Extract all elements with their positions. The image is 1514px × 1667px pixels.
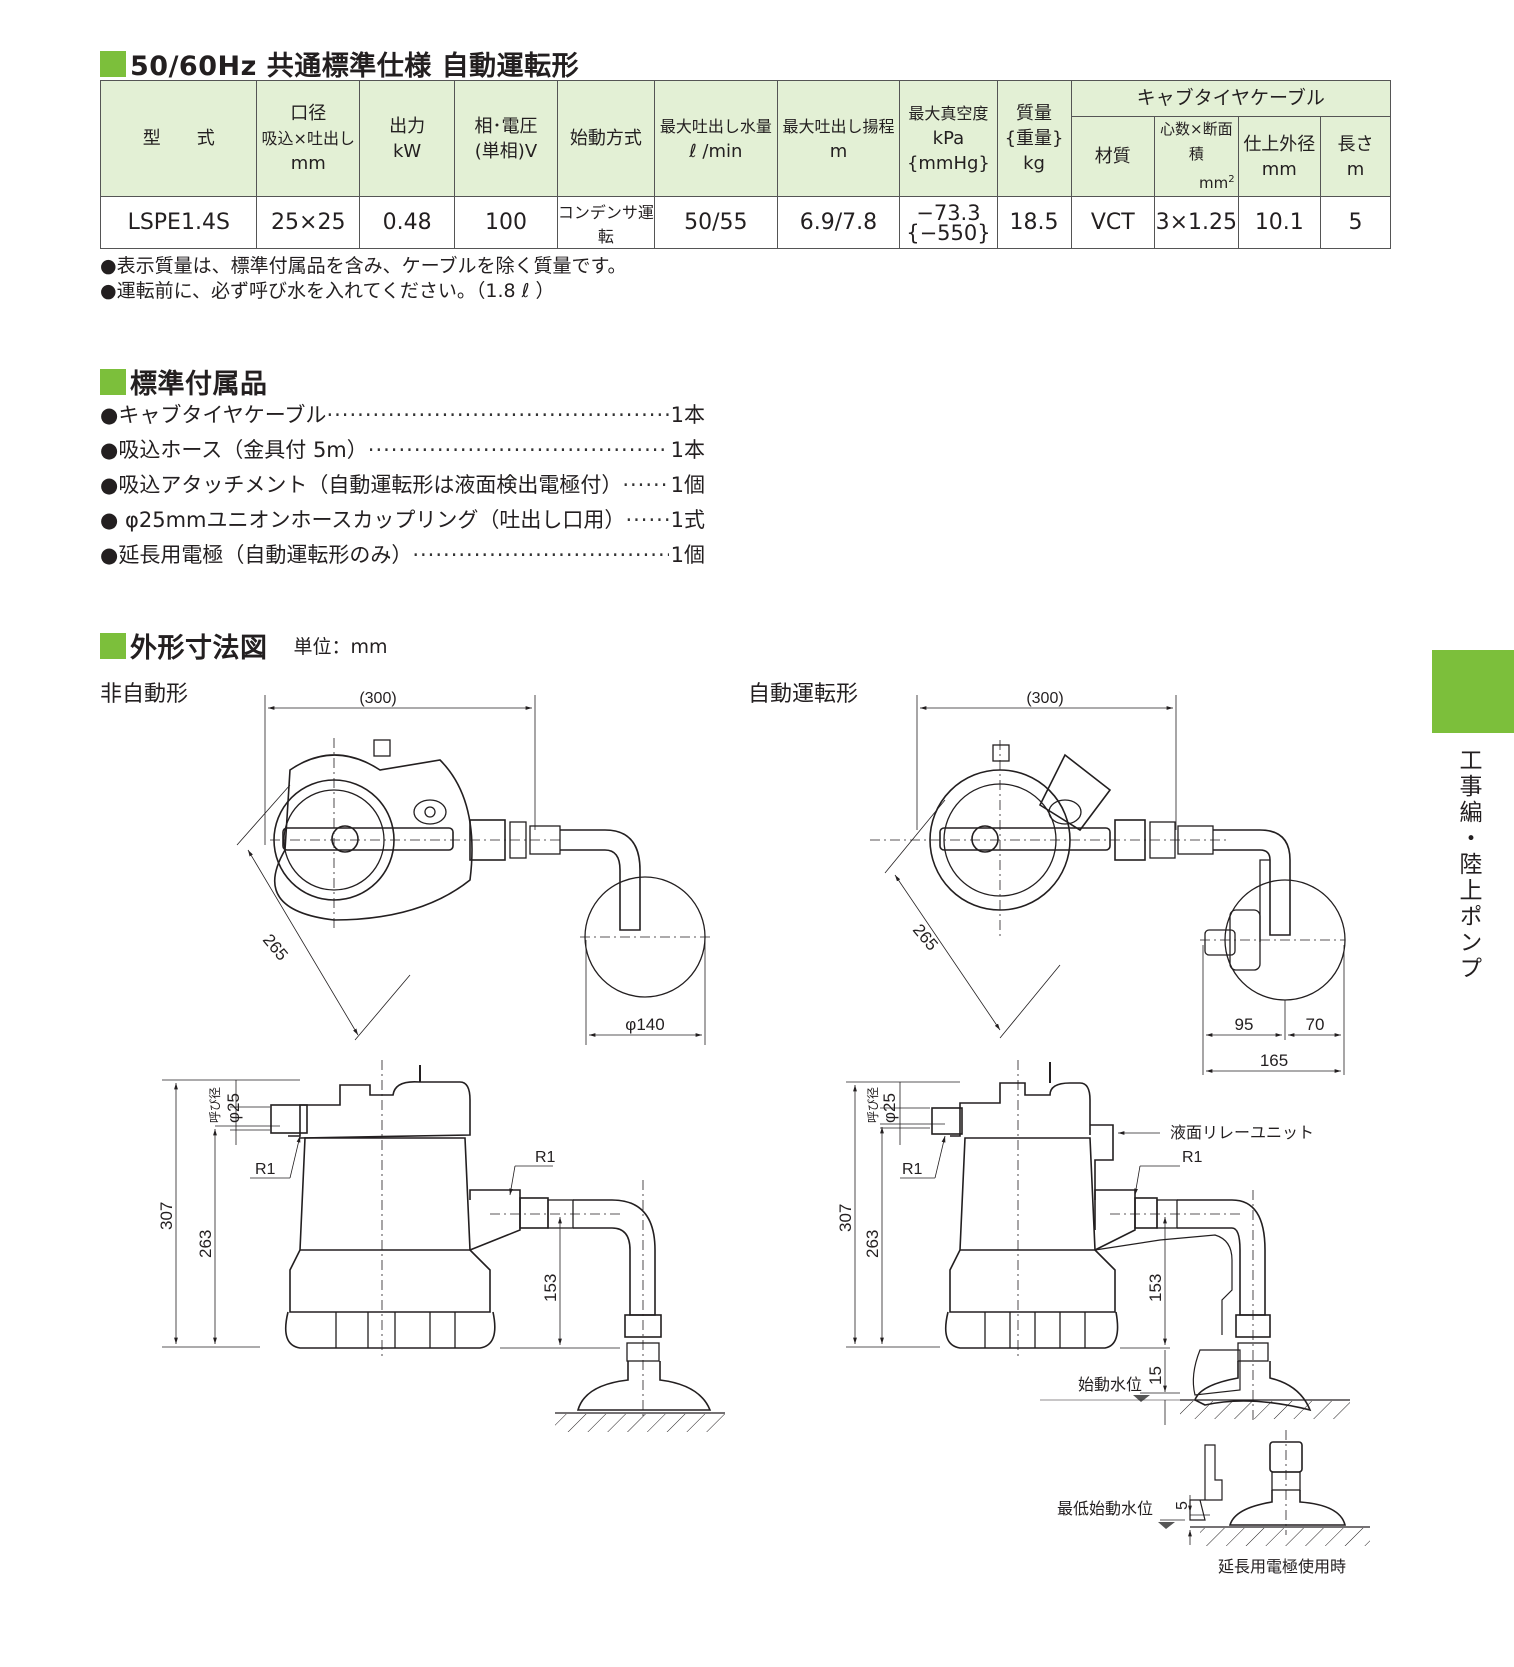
col-start-method: 始動方式	[556, 80, 656, 197]
figure-label-manual: 非自動形	[100, 682, 189, 707]
green-square-icon	[100, 632, 126, 659]
dim-height-153-auto: 153	[1146, 1274, 1165, 1302]
dim-height-153-manual: 153	[541, 1274, 560, 1302]
cell-cable-material: VCT	[1070, 196, 1156, 249]
dim-base-manual: φ140	[625, 1015, 664, 1034]
label-thread-discharge-auto: R1	[1182, 1149, 1203, 1166]
list-item: ● φ25mmユニオンホースカップリング（吐出し口用）1式	[100, 503, 705, 538]
col-model: 型 式	[99, 80, 258, 197]
top-view-auto	[870, 695, 1346, 1075]
list-item: ●吸込アタッチメント（自動運転形は液面検出電極付）1個	[100, 468, 705, 503]
cell-mass: 18.5	[996, 196, 1072, 249]
side-view-auto	[846, 1060, 1350, 1425]
accessories-list: ●キャブタイヤケーブル1本 ●吸込ホース（金具付 5m）1本 ●吸込アタッチメン…	[100, 398, 705, 573]
label-nominal-dia-manual: 呼び径	[208, 1087, 222, 1123]
dim-offset-165: 165	[1260, 1051, 1288, 1070]
col-cable-material: 材質	[1070, 116, 1156, 197]
dim-min-level-5: 5	[1174, 1501, 1191, 1510]
note-priming: ●運転前に、必ず呼び水を入れてください。（1.8 ℓ ）	[100, 280, 555, 302]
spec-section-title: 50/60Hz 共通標準仕様 自動運転形	[100, 44, 579, 83]
side-tab-label: 工事編・陸上ポンプ	[1455, 748, 1481, 982]
cell-voltage: 100	[454, 196, 558, 249]
figure-label-auto: 自動運転形	[748, 682, 859, 707]
green-square-icon	[100, 368, 126, 395]
cell-head: 6.9/7.8	[776, 196, 901, 249]
dim-diagonal-manual: 265	[259, 930, 292, 964]
dim-height-263-manual: 263	[196, 1230, 215, 1258]
cell-cable-cores: 3×1.25	[1154, 196, 1239, 249]
dim-start-level-15: 15	[1146, 1366, 1165, 1385]
label-thread-suction-auto: R1	[902, 1161, 923, 1178]
label-thread-suction-manual: R1	[255, 1161, 276, 1178]
note-mass: ●表示質量は、標準付属品を含み、ケーブルを除く質量です。	[100, 255, 627, 277]
cell-bore: 25×25	[256, 196, 361, 249]
list-item: ●キャブタイヤケーブル1本	[100, 398, 705, 433]
cell-model: LSPE1.4S	[99, 196, 258, 249]
side-tab-marker	[1432, 650, 1514, 733]
list-item: ●延長用電極（自動運転形のみ）1個	[100, 538, 705, 573]
label-nominal-dia-auto: 呼び径	[866, 1087, 880, 1123]
side-view-manual	[162, 1060, 725, 1432]
cell-output: 0.48	[359, 196, 456, 249]
dim-offset-95: 95	[1235, 1015, 1254, 1034]
green-square-icon	[100, 50, 126, 77]
table-row: LSPE1.4S 25×25 0.48 100 コンデンサ運転 50/55 6.…	[99, 196, 1391, 249]
dim-diagonal-auto: 265	[909, 920, 942, 954]
dimensions-title: 外形寸法図 単位：mm	[100, 626, 388, 665]
cell-vacuum: −73.3{−550}	[899, 196, 998, 249]
cell-cable-length: 5	[1320, 196, 1391, 249]
dim-height-307-auto: 307	[836, 1204, 855, 1232]
dim-width-auto: (300)	[1026, 690, 1063, 707]
dim-nominal-dia-auto: φ25	[880, 1093, 899, 1123]
col-mass: 質量{重量}kg	[996, 80, 1072, 197]
col-group-cable: キャブタイヤケーブル	[1070, 80, 1392, 117]
cell-start-method: コンデンサ運転	[556, 196, 656, 249]
cell-cable-od: 10.1	[1237, 196, 1322, 249]
dim-height-263-auto: 263	[863, 1230, 882, 1258]
list-item: ●吸込ホース（金具付 5m）1本	[100, 433, 705, 468]
caption-extension-electrode: 延長用電極使用時	[1218, 1558, 1346, 1576]
cell-flow: 50/55	[654, 196, 778, 249]
extension-electrode-view	[1158, 1430, 1370, 1546]
label-start-water-level: 始動水位	[1078, 1376, 1142, 1394]
top-view-manual	[236, 695, 710, 1045]
dim-width-manual: (300)	[359, 690, 396, 707]
col-phase-voltage: 相･電圧(単相)V	[454, 80, 558, 197]
spec-notes: ●表示質量は、標準付属品を含み、ケーブルを除く質量です。 ●運転前に、必ず呼び水…	[100, 254, 627, 304]
dim-offset-70: 70	[1306, 1015, 1325, 1034]
label-min-start-water-level: 最低始動水位	[1057, 1500, 1153, 1518]
dim-height-307-manual: 307	[157, 1202, 176, 1230]
label-thread-discharge-manual: R1	[535, 1149, 556, 1166]
label-level-relay-unit: 液面リレーユニット	[1170, 1124, 1314, 1142]
accessories-title: 標準付属品	[100, 362, 268, 401]
dim-nominal-dia-manual: φ25	[224, 1093, 243, 1123]
